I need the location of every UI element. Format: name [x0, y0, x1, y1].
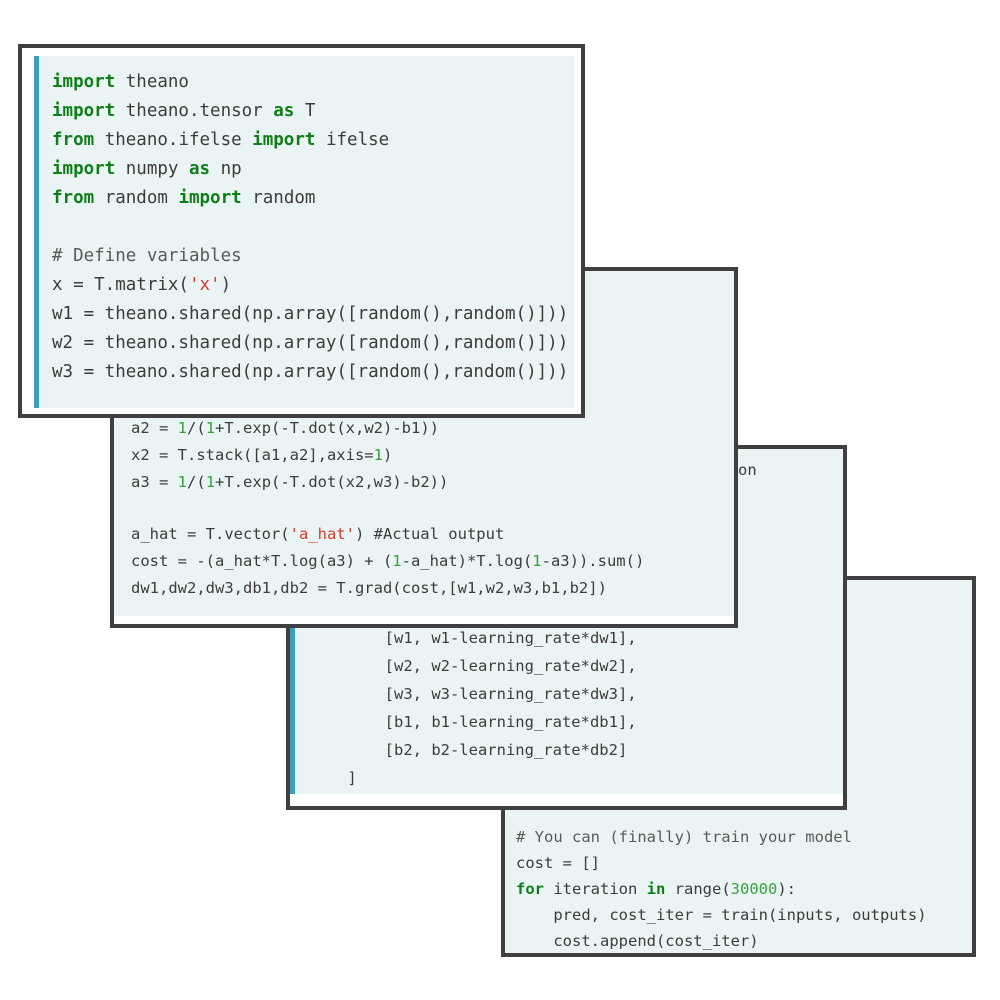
code-line: [w2, w2-learning_rate*dw2],: [310, 657, 637, 675]
code-line: for iteration in range(30000):: [516, 880, 796, 898]
code-line: import theano: [52, 72, 189, 92]
code-snippet-card-cost: a2 = 1/(1+T.exp(-T.dot(x,w2)-b1)) x2 = T…: [110, 267, 738, 628]
code-line: a_hat = T.vector('a_hat') #Actual output: [131, 525, 505, 543]
code-line: # Define variables: [52, 246, 242, 266]
code-line: import theano.tensor as T: [52, 101, 316, 121]
code-line: x = T.matrix('x'): [52, 275, 232, 295]
code-line: cost = -(a_hat*T.log(a3) + (1-a_hat)*T.l…: [131, 552, 645, 570]
code-line: x2 = T.stack([a1,a2],axis=1): [131, 446, 393, 464]
code-line: ]: [310, 769, 357, 787]
code-line: a3 = 1/(1+T.exp(-T.dot(x2,w3)-b2)): [131, 473, 449, 491]
code-line: from random import random: [52, 188, 316, 208]
code-line: dw1,dw2,dw3,db1,db2 = T.grad(cost,[w1,w2…: [131, 579, 607, 597]
code-line: [w1, w1-learning_rate*dw1],: [310, 629, 637, 647]
code-line: cost.append(cost_iter): [516, 932, 759, 950]
code-line-partial: on: [738, 461, 757, 479]
code-line: cost = []: [516, 854, 600, 872]
code-line: [b1, b1-learning_rate*db1],: [310, 713, 637, 731]
code-line: # You can (finally) train your model: [516, 828, 852, 846]
code-block-imports: import theano import theano.tensor as T …: [34, 56, 574, 408]
code-line: w3 = theano.shared(np.array([random(),ra…: [52, 362, 569, 382]
code-line: [b2, b2-learning_rate*db2]: [310, 741, 628, 759]
code-line: [w3, w3-learning_rate*dw3],: [310, 685, 637, 703]
code-line: w1 = theano.shared(np.array([random(),ra…: [52, 304, 569, 324]
code-line: pred, cost_iter = train(inputs, outputs): [516, 906, 927, 924]
code-snippet-card-imports: import theano import theano.tensor as T …: [18, 44, 585, 418]
code-line: from theano.ifelse import ifelse: [52, 130, 390, 150]
code-line: w2 = theano.shared(np.array([random(),ra…: [52, 333, 569, 353]
code-line: import numpy as np: [52, 159, 242, 179]
code-line: a2 = 1/(1+T.exp(-T.dot(x,w2)-b1)): [131, 419, 439, 437]
